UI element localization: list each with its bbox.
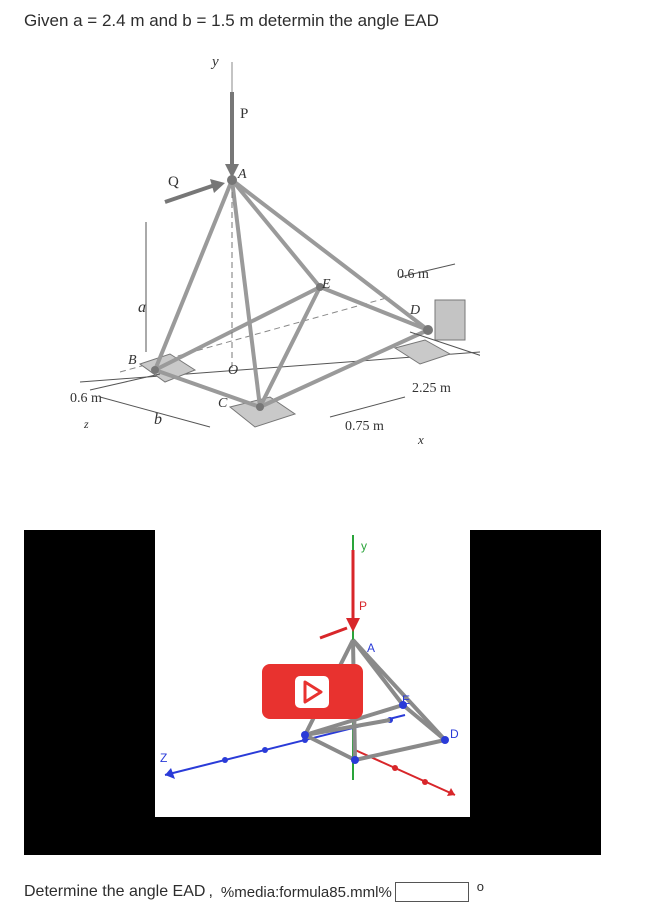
- label-x: x: [417, 432, 424, 447]
- play-icon: [295, 676, 329, 708]
- video-label-E: E: [402, 693, 410, 707]
- label-y: y: [210, 54, 219, 70]
- label-D: D: [409, 303, 420, 318]
- truss-figure: y P Q A E D B O C a b z x 0.6 m 0.6 m 2.…: [60, 52, 480, 472]
- dim-0-6-top: 0.6 m: [397, 267, 429, 282]
- label-O: O: [228, 363, 238, 378]
- label-A: A: [237, 167, 247, 182]
- answer-prompt: Determine the angle EAD: [24, 883, 206, 900]
- video-label-P: P: [359, 599, 367, 613]
- dim-2-25: 2.25 m: [412, 381, 451, 396]
- play-button[interactable]: [262, 664, 363, 719]
- video-label-y: y: [361, 539, 367, 553]
- answer-row: Determine the angle EAD , %media:formula…: [24, 878, 485, 903]
- answer-comma: ,: [208, 883, 213, 900]
- label-a: a: [138, 299, 146, 316]
- angle-answer-input[interactable]: [394, 882, 469, 902]
- label-P: P: [240, 106, 248, 122]
- label-Q: Q: [168, 174, 179, 190]
- label-E: E: [321, 277, 331, 292]
- dim-0-6-left: 0.6 m: [70, 391, 102, 406]
- label-b: b: [154, 411, 162, 428]
- question-text: Given a = 2.4 m and b = 1.5 m determin t…: [24, 11, 439, 30]
- video-label-A: A: [367, 641, 375, 655]
- video-label-Z: Z: [160, 751, 167, 765]
- formula-placeholder: %media:formula85.mml%: [220, 883, 392, 901]
- label-C: C: [218, 396, 228, 411]
- degree-unit: o: [476, 878, 485, 894]
- label-B: B: [128, 353, 137, 368]
- dim-0-75: 0.75 m: [345, 419, 384, 434]
- label-z: z: [83, 417, 89, 431]
- video-label-D: D: [450, 727, 459, 741]
- video-player[interactable]: y P A E D Z: [24, 530, 601, 855]
